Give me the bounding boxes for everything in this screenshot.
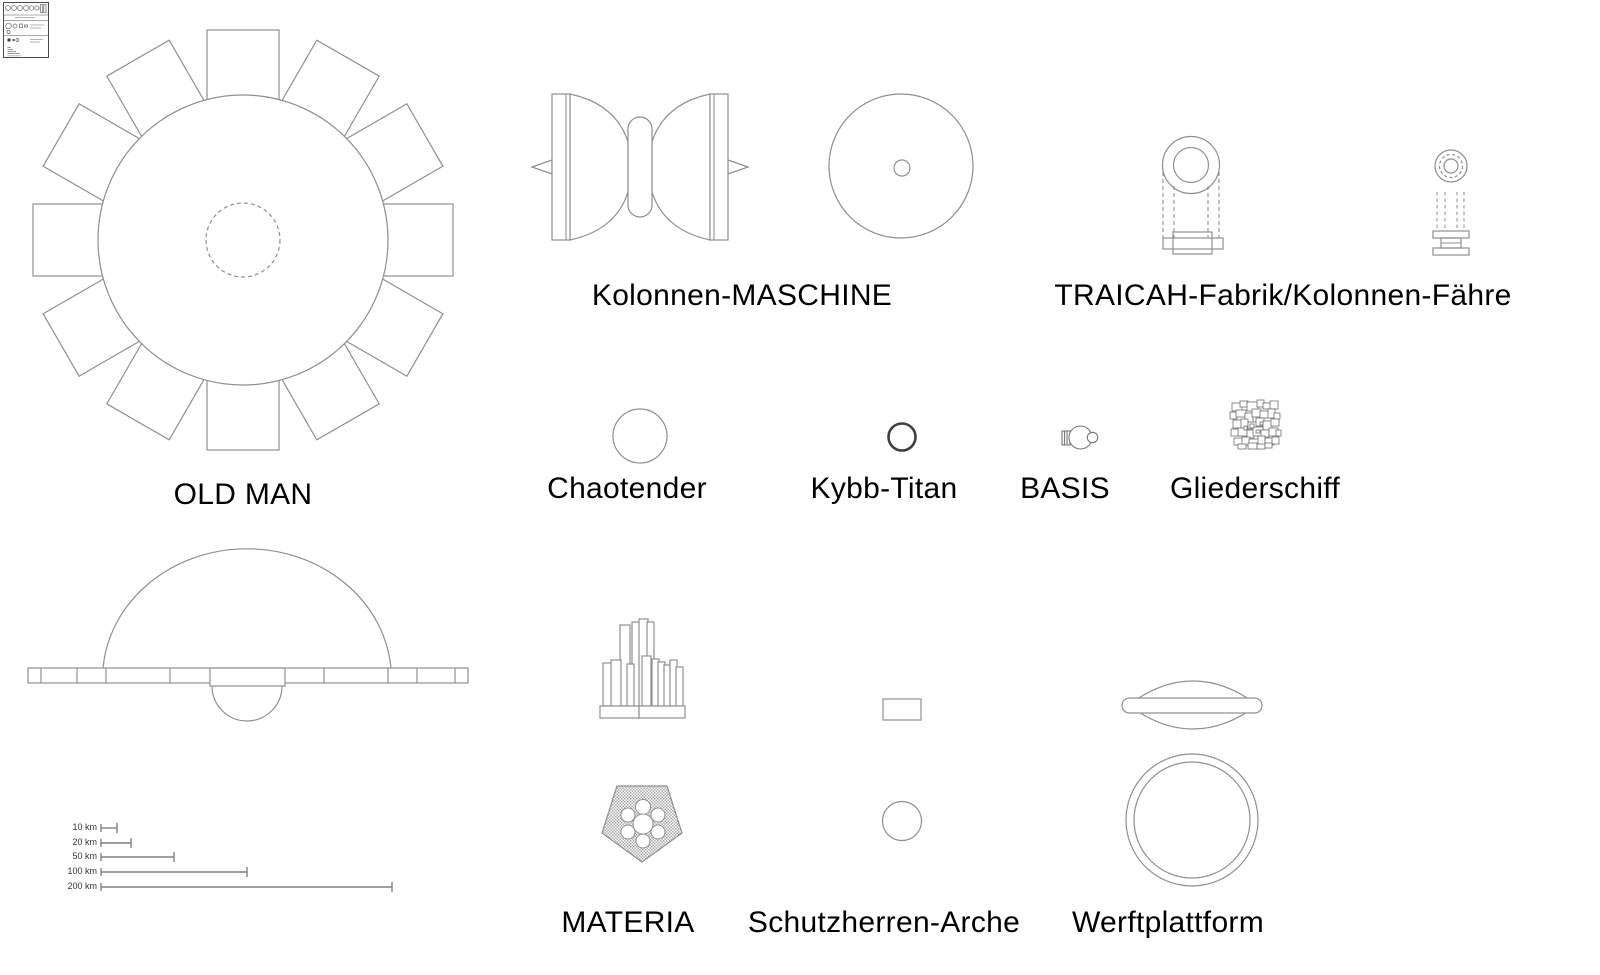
werftplattform-label: Werftplattform <box>1071 906 1265 939</box>
scale-label-200km: 200 km <box>67 881 97 891</box>
traicah-fabrik-top-view-drawing <box>1432 149 1470 256</box>
chaotender-drawing <box>612 408 668 464</box>
kybb-titan-drawing <box>887 422 917 452</box>
scale-label-20km: 20 km <box>72 837 97 847</box>
kolonnen-maschine-side-view-drawing <box>530 93 750 241</box>
scale-label-50km: 50 km <box>72 851 97 861</box>
basis-label: BASIS <box>1020 472 1110 505</box>
materia-label: MATERIA <box>561 906 695 939</box>
scale-bars <box>100 823 393 892</box>
traicah-fabrik-side-view-drawing <box>1161 135 1224 255</box>
chaotender-label: Chaotender <box>547 472 707 505</box>
scale-label-10km: 10 km <box>72 822 97 832</box>
materia-top-view-drawing <box>601 785 683 863</box>
schutzherren-arche-label: Schutzherren-Arche <box>747 906 1021 939</box>
materia-side-view-drawing <box>599 618 686 719</box>
kybb-titan-label: Kybb-Titan <box>810 472 958 505</box>
traicah-fabrik-label: TRAICAH-Fabrik/Kolonnen-Fähre <box>1054 279 1512 312</box>
werftplattform-drawing <box>1121 680 1263 887</box>
basis-drawing <box>1061 425 1099 450</box>
thumbnail-inset-icon <box>3 2 49 58</box>
kolonnen-maschine-top-view-drawing <box>828 93 974 239</box>
gliederschiff-drawing <box>1229 399 1282 450</box>
old-man-top-view-drawing <box>32 29 454 451</box>
gliederschiff-label: Gliederschiff <box>1169 472 1341 505</box>
scale-label-100km: 100 km <box>67 866 97 876</box>
old-man-side-view-drawing <box>27 548 469 722</box>
schutzherren-arche-drawing <box>881 698 923 842</box>
kolonnen-maschine-label: Kolonnen-MASCHINE <box>591 279 893 312</box>
old-man-label: OLD MAN <box>173 478 313 511</box>
